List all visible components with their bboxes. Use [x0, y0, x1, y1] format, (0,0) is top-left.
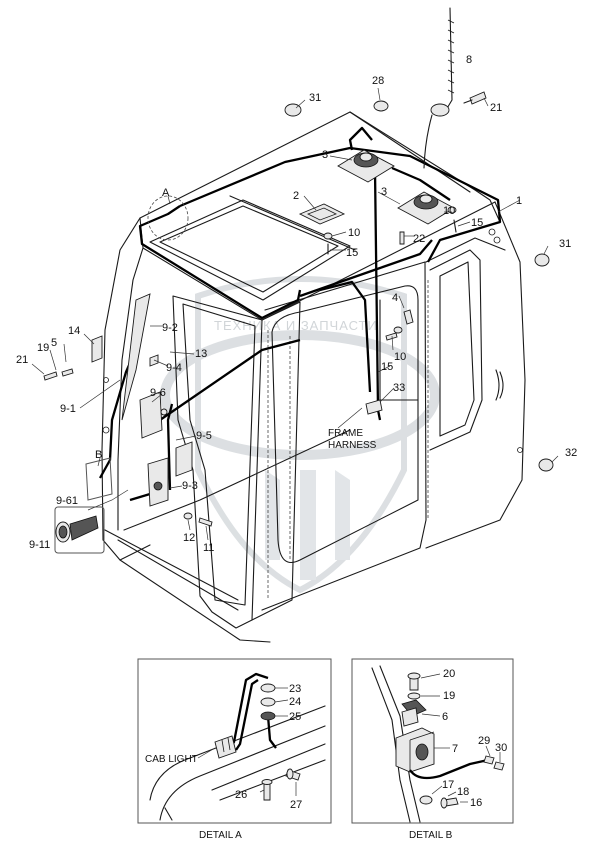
- callout-9-4: 9-4: [166, 362, 182, 374]
- detail-b-callout-30: 30: [495, 742, 507, 754]
- callout-9-2: 9-2: [162, 322, 178, 334]
- callout-15-b: 15: [471, 217, 483, 229]
- detail-a-callout-26: 26: [235, 789, 247, 801]
- antenna-base: [430, 103, 450, 117]
- detail-b-callout-20: 20: [443, 668, 455, 680]
- callout-31-top: 31: [309, 92, 321, 104]
- switch-bracket: [395, 727, 435, 773]
- callout-9-5: 9-5: [196, 430, 212, 442]
- detail-b-marker: [85, 457, 113, 501]
- wiper-arm: [121, 293, 151, 421]
- detail-b-callout-19: 19: [443, 690, 455, 702]
- label-detail-a: A: [162, 187, 170, 199]
- detail-a-callout-27: 27: [290, 799, 302, 811]
- cab-light-connector: [214, 735, 237, 759]
- detail-b-frame: [351, 658, 514, 824]
- callout-11: 11: [203, 542, 214, 554]
- detail-b-callout-16: 16: [470, 797, 482, 809]
- callout-32: 32: [565, 447, 577, 459]
- detail-b-panel: 20 19 6 7 29 30 17 18 16 DETAIL B: [351, 658, 514, 841]
- callout-31-right: 31: [559, 238, 571, 250]
- callout-15-a: 15: [346, 247, 358, 259]
- watermark-text: ТЕХНИКА И ЗАПЧАСТИ: [214, 318, 378, 333]
- callout-21-top: 21: [490, 102, 502, 114]
- frame-harness-line2: HARNESS: [328, 440, 377, 451]
- speaker-left: [337, 149, 395, 183]
- callout-10-a: 10: [348, 227, 360, 239]
- grommet-28: [373, 100, 389, 112]
- leader-lines: [31, 52, 559, 541]
- callout-19: 19: [37, 342, 49, 354]
- detail-b-callout-29: 29: [478, 735, 490, 747]
- frame-harness-line1: FRAME: [328, 428, 363, 439]
- grommet-31-right: [534, 253, 550, 267]
- callout-22: 22: [413, 233, 425, 245]
- callout-15-c: 15: [381, 361, 393, 373]
- callout-28: 28: [372, 75, 384, 87]
- callout-labels: 8 21 28 31 1 31 32 3 3 2 10 15 10 15 22 …: [16, 54, 577, 554]
- detail-b-callout-6: 6: [442, 711, 448, 723]
- detail-b-title: DETAIL B: [409, 830, 453, 841]
- speaker-right: [397, 191, 455, 225]
- callout-3-left: 3: [322, 149, 328, 161]
- callout-33: 33: [393, 382, 405, 394]
- roof-lamp: [298, 203, 346, 225]
- callout-21-left: 21: [16, 354, 28, 366]
- detail-a-callout-23: 23: [289, 683, 301, 695]
- callout-2: 2: [293, 190, 299, 202]
- detail-a-callout-25: 25: [289, 711, 301, 723]
- detail-a-callout-24: 24: [289, 696, 301, 708]
- callout-1: 1: [516, 195, 522, 207]
- callout-5: 5: [51, 337, 57, 349]
- inset-9-61: [54, 506, 105, 554]
- detail-b-callout-7: 7: [452, 743, 458, 755]
- detail-b-callout-17: 17: [442, 779, 454, 791]
- callout-9-3: 9-3: [182, 480, 198, 492]
- callout-3-right: 3: [381, 186, 387, 198]
- callout-4: 4: [392, 292, 398, 304]
- callout-14: 14: [68, 325, 80, 337]
- callout-13: 13: [195, 348, 207, 360]
- callout-8: 8: [466, 54, 472, 66]
- callout-12: 12: [183, 532, 195, 544]
- callout-10-b: 10: [443, 205, 455, 217]
- detail-a-title: DETAIL A: [199, 830, 242, 841]
- detail-a-cab-light-label: CAB LIGHT: [145, 754, 198, 765]
- components: [43, 7, 554, 554]
- callout-10-c: 10: [394, 351, 406, 363]
- grommet-32: [538, 458, 554, 472]
- door-switch: [401, 707, 419, 727]
- detail-a-frame: [137, 658, 332, 824]
- detail-a-panel: 23 24 25 CAB LIGHT 26 27 DETAIL A: [137, 658, 332, 841]
- detail-b-callout-18: 18: [457, 786, 469, 798]
- detail-a-marker: [147, 195, 189, 241]
- callout-9-6: 9-6: [150, 387, 166, 399]
- callout-9-11: 9-11: [29, 539, 50, 551]
- callout-9-1: 9-1: [60, 403, 76, 415]
- callout-9-61: 9-61: [56, 495, 78, 507]
- label-detail-b: B: [95, 449, 102, 461]
